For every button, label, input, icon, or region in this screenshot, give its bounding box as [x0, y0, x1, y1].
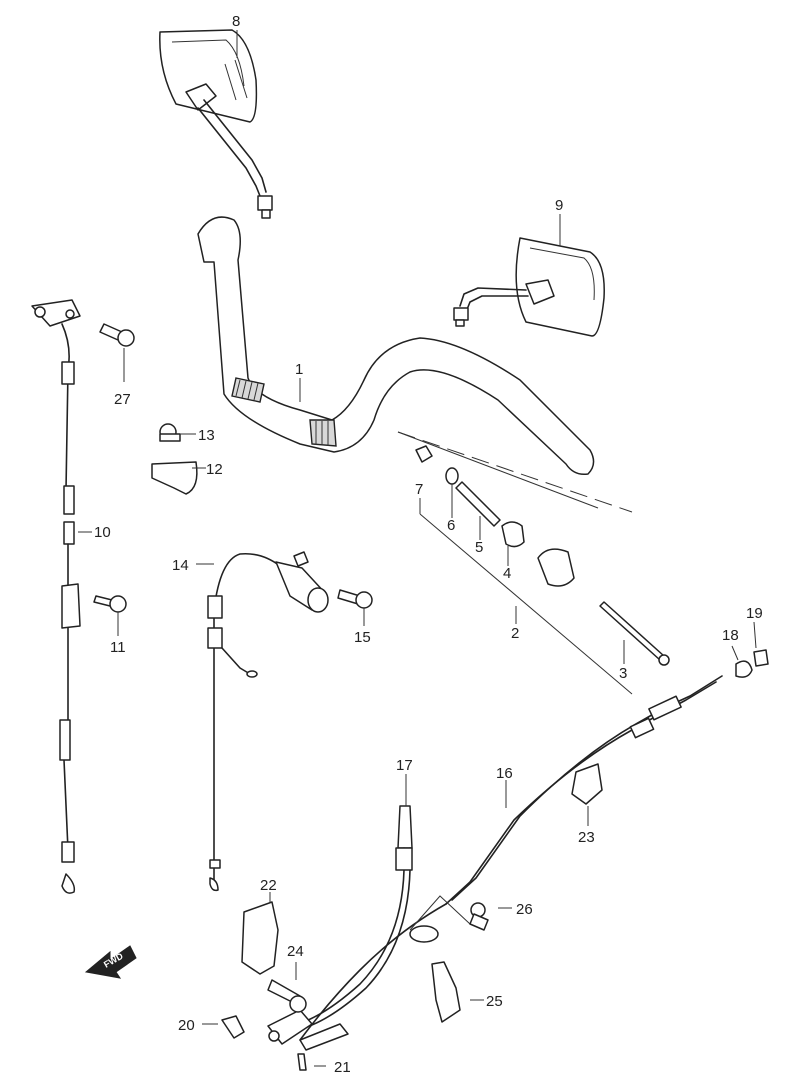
callout-labels: 8 9 1 7 6 5 4 2 3 27 10 11 13 12 14 15 1… [94, 13, 763, 1076]
throttle-cable [31, 299, 81, 894]
clutch-cable [445, 649, 769, 905]
callout-6: 6 [447, 517, 455, 534]
callout-9: 9 [555, 197, 563, 214]
callout-27: 27 [114, 391, 131, 408]
leader-lines [78, 30, 757, 1067]
handlebar [197, 216, 595, 476]
callout-1: 1 [295, 361, 303, 378]
bracket-25 [409, 925, 439, 943]
callout-3: 3 [619, 665, 627, 682]
mirror-left [159, 29, 273, 219]
callout-15: 15 [354, 629, 371, 646]
callout-8: 8 [232, 13, 240, 30]
callout-22: 22 [260, 877, 277, 894]
cable-lower [299, 903, 447, 1041]
callout-20: 20 [178, 1017, 195, 1034]
callout-25: 25 [486, 993, 503, 1010]
callout-4: 4 [503, 565, 511, 582]
callout-24: 24 [287, 943, 304, 960]
switch-cable [207, 551, 329, 892]
callout-14: 14 [172, 557, 189, 574]
fwd-arrow-icon: FWD [84, 945, 137, 979]
clamp-12 [151, 461, 198, 495]
callout-19: 19 [746, 605, 763, 622]
callout-13: 13 [198, 427, 215, 444]
callout-16: 16 [496, 765, 513, 782]
cable-17 [267, 805, 413, 1045]
callout-7: 7 [415, 481, 423, 498]
callout-5: 5 [475, 539, 483, 556]
callout-18: 18 [722, 627, 739, 644]
callout-12: 12 [206, 461, 223, 478]
callout-17: 17 [396, 757, 413, 774]
holder-assembly-group [397, 431, 670, 695]
callout-10: 10 [94, 524, 111, 541]
callout-23: 23 [578, 829, 595, 846]
cover-22 [241, 901, 279, 975]
callout-26: 26 [516, 901, 533, 918]
pin-21 [297, 1053, 307, 1071]
callout-21: 21 [334, 1059, 351, 1076]
bolt-20 [221, 1015, 245, 1039]
callout-11: 11 [110, 639, 126, 656]
mirror-right [453, 237, 605, 337]
callout-2: 2 [511, 625, 519, 642]
